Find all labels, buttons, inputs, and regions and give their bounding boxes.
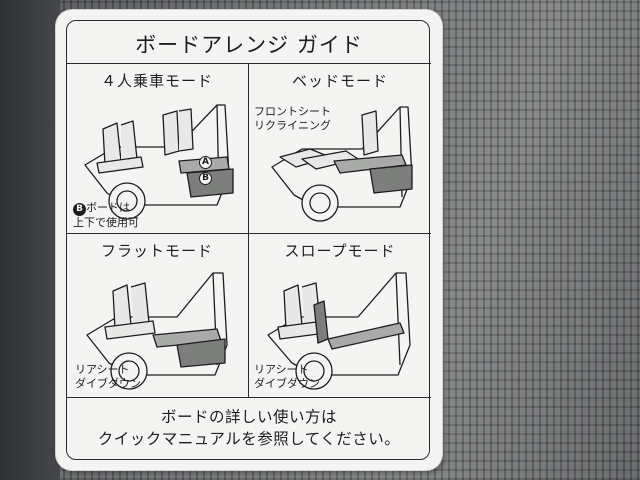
flat-mode-illustration [86, 272, 228, 390]
recline-note-line2: リクライニング [254, 119, 331, 132]
slope-mode-illustration [267, 272, 411, 390]
panel-four-seat-mode: ４人乗車モード [67, 65, 247, 230]
panel-title: ４人乗車モード [100, 72, 213, 90]
callout-b: B [199, 170, 212, 185]
dive-down-note-line2: ダイブダウン [254, 377, 320, 390]
title-divider [67, 63, 431, 64]
callout-b-marker: B [199, 172, 212, 185]
four-seat-mode-illustration [84, 104, 234, 220]
board-note-line1: ボードは [86, 201, 130, 214]
dark-trim-edge [0, 0, 60, 480]
label-frame: ボードアレンジ ガイド ４人乗車モード [66, 20, 431, 460]
footer-line-1: ボードの詳しい使い方は [160, 408, 337, 426]
panel-title: スロープモード [284, 242, 396, 260]
dive-down-note-line2: ダイブダウン [75, 377, 141, 390]
dive-down-note-line1: リアシート [254, 363, 309, 376]
panel-title: フラットモード [100, 242, 213, 260]
recline-note: フロントシート リクライニング [254, 105, 331, 133]
footer-line-2: クイックマニュアルを参照してください。 [97, 430, 401, 448]
bed-mode-illustration [271, 106, 413, 222]
panel-divider-vertical [248, 63, 249, 397]
dive-down-note-line1: リアシート [75, 363, 130, 376]
guide-title: ボードアレンジ ガイド [135, 33, 363, 57]
panel-slope-mode: スロープモード リアシート [250, 235, 430, 397]
callout-a-marker: A [199, 156, 212, 169]
footer-divider [67, 397, 431, 398]
callout-a: A [199, 154, 212, 169]
panel-title: ベッドモード [291, 72, 388, 90]
panel-flat-mode: フラットモード リアシート ダイブダウン [67, 235, 247, 397]
board-note-line2: 上下で使用可 [73, 216, 139, 229]
panel-bed-mode: ベッドモード フロントシート リクライニング [250, 65, 430, 227]
dive-down-note: リアシート ダイブダウン [254, 363, 320, 391]
board-arrange-guide-label: ボードアレンジ ガイド ４人乗車モード [56, 10, 442, 470]
recline-note-line1: フロントシート [254, 105, 331, 118]
dive-down-note: リアシート ダイブダウン [75, 363, 141, 391]
board-note-marker: B [73, 203, 86, 216]
panel-divider-middle [67, 233, 431, 234]
